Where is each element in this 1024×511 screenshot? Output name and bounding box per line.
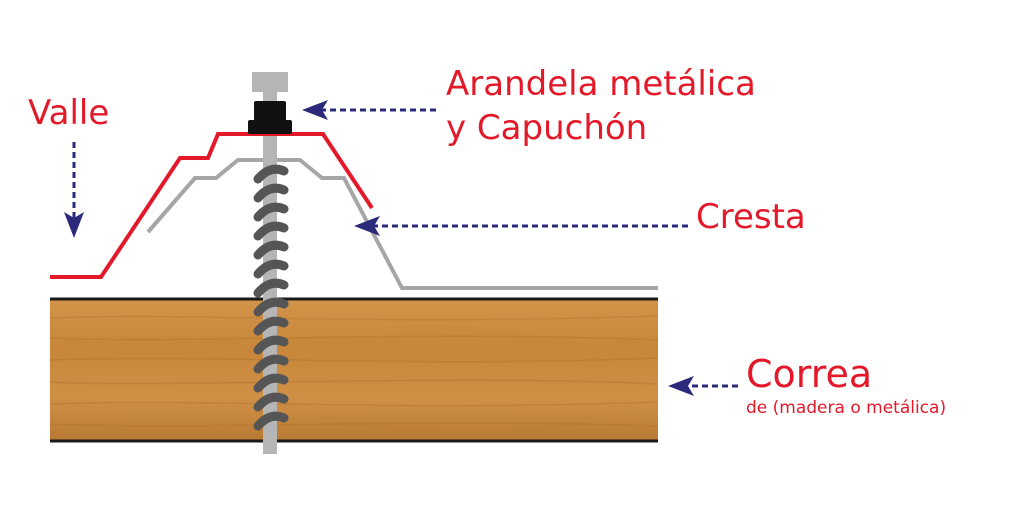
cresta-arrow-head bbox=[354, 216, 380, 236]
washer-icon bbox=[248, 120, 292, 134]
thread-segment bbox=[253, 373, 289, 393]
thread-segment bbox=[253, 335, 289, 355]
arandela-arrow-head bbox=[302, 100, 328, 120]
thread-segment bbox=[253, 164, 289, 184]
purlin-wood bbox=[50, 300, 658, 440]
lower-sheet-profile bbox=[146, 158, 658, 290]
thread-segment bbox=[253, 392, 289, 412]
valle-arrow-head bbox=[64, 212, 84, 238]
label-cresta: Cresta bbox=[696, 197, 806, 237]
bolt-thread bbox=[253, 164, 289, 431]
thread-segment bbox=[253, 354, 289, 374]
cap-icon bbox=[254, 101, 286, 123]
wood-grain bbox=[49, 315, 659, 427]
correa-arrow-head bbox=[668, 376, 694, 396]
fastener-bolt bbox=[252, 72, 289, 454]
thread-segment bbox=[253, 297, 289, 317]
purlin-beam bbox=[49, 297, 659, 443]
thread-segment bbox=[253, 183, 289, 203]
thread-segment bbox=[253, 316, 289, 336]
thread-segment bbox=[253, 202, 289, 222]
thread-segment bbox=[253, 278, 289, 298]
label-arandela-line1: Arandela metálica bbox=[446, 64, 756, 104]
thread-segment bbox=[253, 221, 289, 241]
label-valle: Valle bbox=[28, 93, 110, 133]
bolt-head bbox=[252, 72, 288, 92]
label-correa: Correa bbox=[746, 352, 873, 396]
thread-segment bbox=[253, 240, 289, 260]
thread-segment bbox=[253, 411, 289, 431]
arrows bbox=[72, 108, 738, 388]
label-correa-subtitle: de (madera o metálica) bbox=[746, 398, 947, 418]
label-arandela-line2: y Capuchón bbox=[446, 108, 648, 148]
top-sheet-profile bbox=[50, 132, 374, 279]
arrow-heads bbox=[64, 100, 694, 396]
thread-segment bbox=[253, 259, 289, 279]
washer-cap bbox=[248, 101, 292, 134]
label-arandela: Arandela metálica y Capuchón bbox=[446, 62, 756, 150]
